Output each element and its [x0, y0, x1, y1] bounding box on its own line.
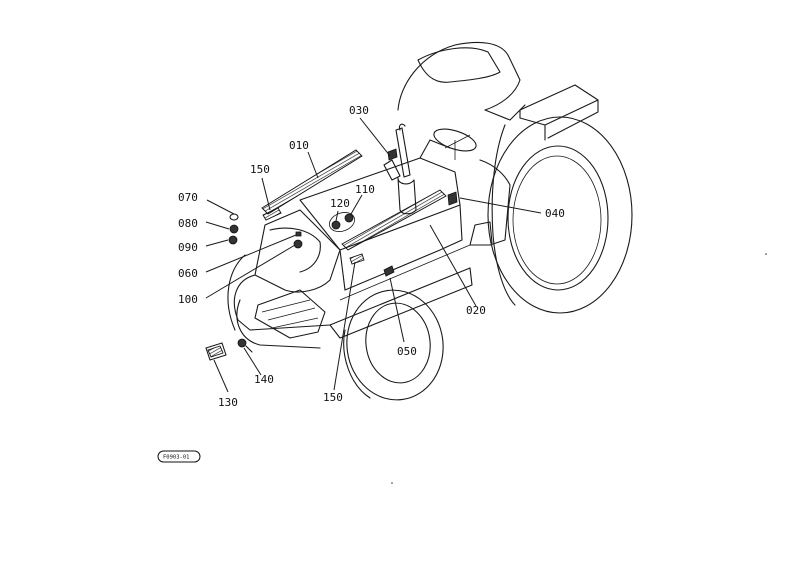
part-080-nut	[229, 224, 239, 234]
callout-150-lower: 150	[323, 391, 343, 404]
callout-010: 010	[289, 139, 309, 152]
callout-110: 110	[355, 183, 375, 196]
part-100	[293, 239, 303, 249]
part-110-emblem	[344, 213, 354, 223]
callout-140: 140	[254, 373, 274, 386]
part-070-washer	[229, 213, 239, 221]
decal-010-left-hood-stripe	[261, 149, 363, 215]
callout-080: 080	[178, 217, 198, 230]
leader-lines	[205, 117, 542, 393]
callout-120: 120	[330, 197, 350, 210]
decal-030-emblem	[387, 148, 398, 161]
part-090-nut	[228, 235, 238, 245]
emblem-ring	[329, 212, 355, 232]
callout-060: 060	[178, 267, 198, 280]
decal-150-lower	[349, 253, 365, 265]
decal-150-upper	[262, 207, 282, 221]
part-140-bolt	[237, 338, 247, 348]
figure-code-badge: F0903-01	[157, 450, 201, 463]
callout-150-upper: 150	[250, 163, 270, 176]
callout-100: 100	[178, 293, 198, 306]
part-050	[383, 265, 395, 277]
callout-030: 030	[349, 104, 369, 117]
callout-040: 040	[545, 207, 565, 220]
decal-020-right-hood-stripe	[341, 189, 447, 251]
callout-050: 050	[397, 345, 417, 358]
part-120-emblem	[331, 220, 341, 230]
callout-090: 090	[178, 241, 198, 254]
part-060	[295, 231, 302, 237]
callout-130: 130	[218, 396, 238, 409]
figure-code: F0903-01	[163, 455, 190, 461]
callout-020: 020	[466, 304, 486, 317]
tractor-outline	[227, 41, 633, 401]
callout-070: 070	[178, 191, 198, 204]
decal-040-side-emblem	[447, 191, 458, 206]
